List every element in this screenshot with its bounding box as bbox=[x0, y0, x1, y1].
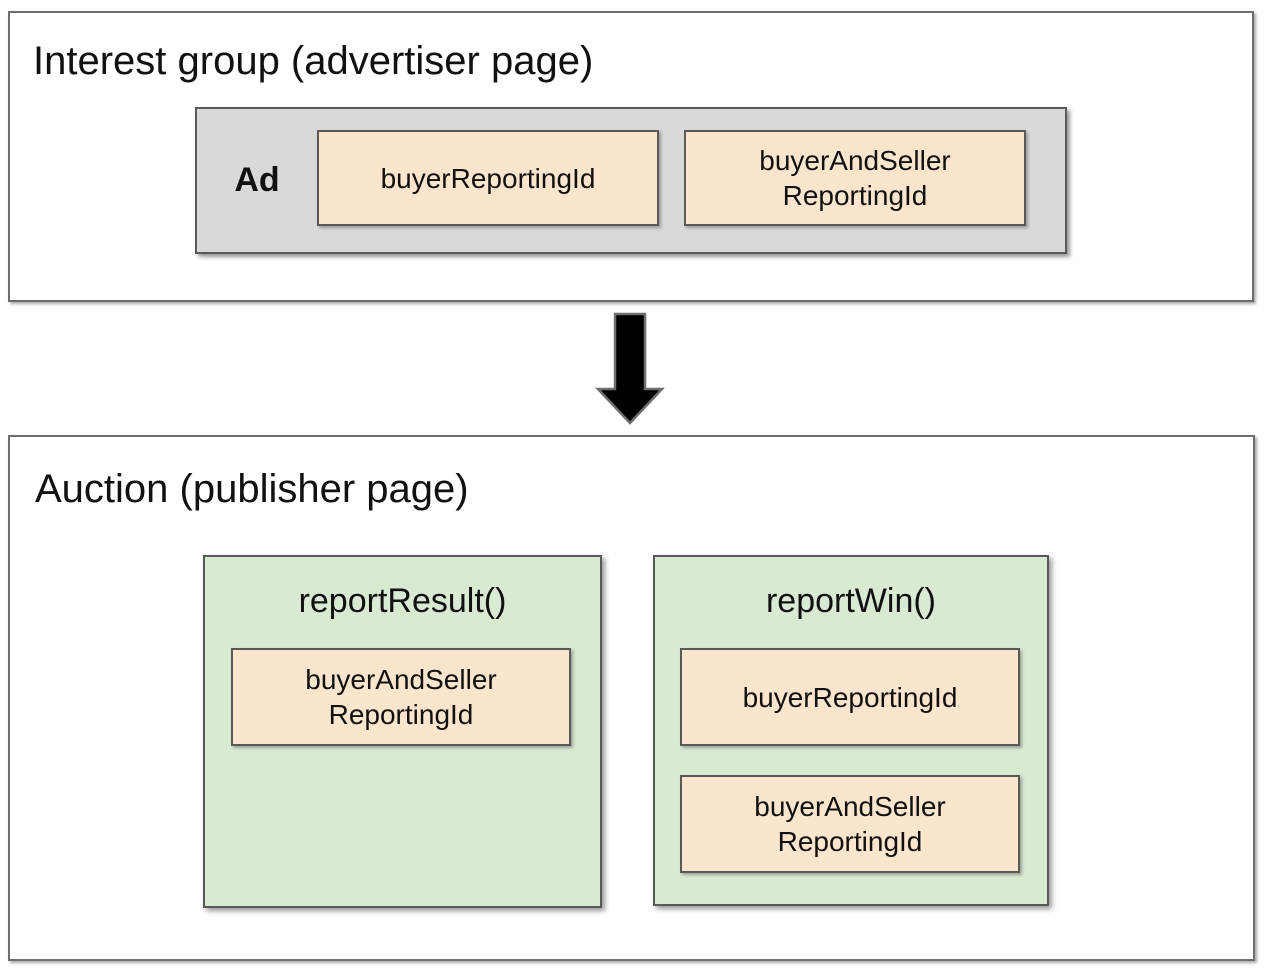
report-result-title: reportResult() bbox=[298, 582, 507, 620]
down-arrow-shape bbox=[595, 312, 665, 425]
auction-section: Auction (publisher page) reportResult() … bbox=[8, 435, 1255, 961]
ad-box: Ad buyerReportingId buyerAndSeller Repor… bbox=[195, 107, 1067, 254]
report-win-box: reportWin() buyerReportingId buyerAndSel… bbox=[653, 555, 1049, 906]
auction-title: Auction (publisher page) bbox=[35, 467, 469, 511]
report-result-box: reportResult() buyerAndSeller ReportingI… bbox=[203, 555, 602, 908]
chip-buyer-reporting-id: buyerReportingId bbox=[680, 648, 1020, 746]
down-arrow-icon bbox=[595, 312, 665, 425]
chip-buyer-and-seller-reporting-id: buyerAndSeller ReportingId bbox=[684, 130, 1026, 226]
chip-buyer-and-seller-reporting-id: buyerAndSeller ReportingId bbox=[680, 775, 1020, 873]
chip-buyer-reporting-id: buyerReportingId bbox=[317, 130, 659, 226]
chip-buyer-and-seller-reporting-id: buyerAndSeller ReportingId bbox=[231, 648, 571, 746]
interest-group-title: Interest group (advertiser page) bbox=[33, 39, 594, 83]
ad-label: Ad bbox=[234, 161, 280, 199]
interest-group-section: Interest group (advertiser page) Ad buye… bbox=[8, 11, 1254, 302]
report-win-title: reportWin() bbox=[765, 582, 937, 620]
